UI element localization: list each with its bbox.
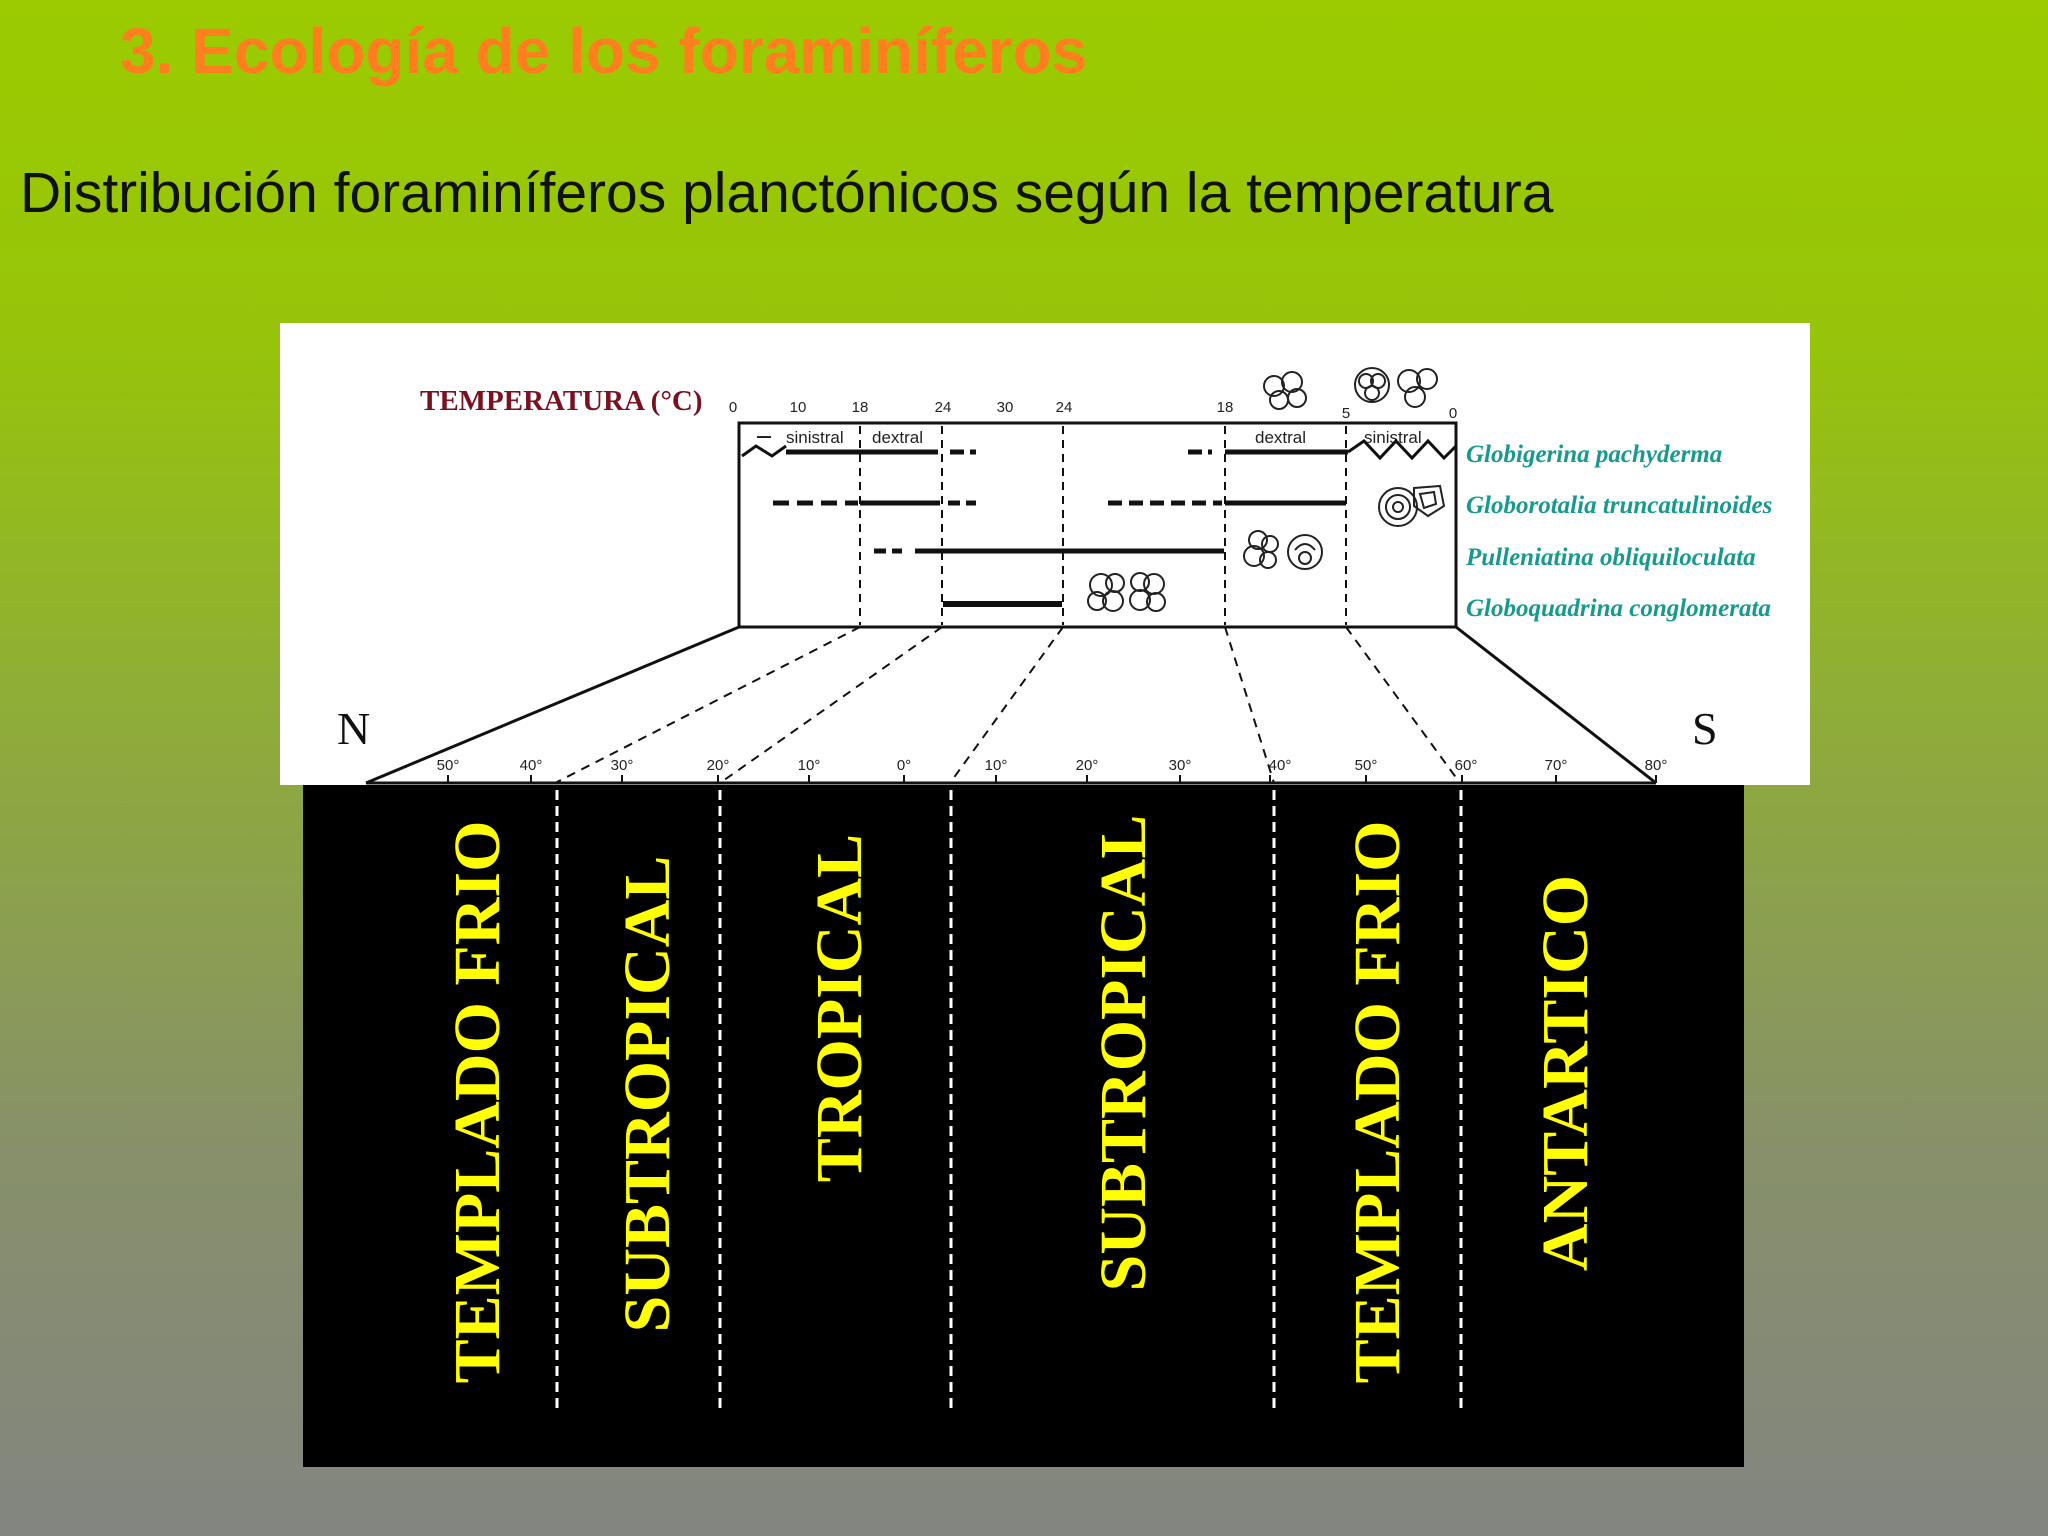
latitude-tick: 30° <box>611 757 634 774</box>
foraminifera-sketch <box>1263 371 1307 410</box>
foraminifera-illustrations <box>1087 367 1446 612</box>
zones-panel <box>303 785 1744 1467</box>
zone-label-templado-frio-north: TEMPLADO FRIO <box>441 821 514 1384</box>
latitude-tick: 70° <box>1545 757 1568 774</box>
zone-label-subtropical-south: SUBTROPICAL <box>1087 815 1160 1292</box>
zone-label-antartico: ANTARTICO <box>1529 875 1602 1271</box>
foraminifera-sketch <box>1287 534 1323 570</box>
coiling-label: dextral <box>1255 428 1306 447</box>
latitude-tick: 60° <box>1455 757 1478 774</box>
zone-label-templado-frio-south: TEMPLADO FRIO <box>1341 821 1414 1384</box>
zone-label-tropical: TROPICAL <box>803 834 876 1182</box>
species-name: Globorotalia truncatulinoides <box>1466 492 1772 519</box>
latitude-tick: 20° <box>1076 757 1099 774</box>
foraminifera-sketch <box>1354 367 1390 403</box>
latitude-tick: 80° <box>1645 757 1668 774</box>
coiling-label: sinistral <box>1364 428 1422 447</box>
foraminifera-sketch <box>1413 484 1446 518</box>
foraminifera-sketch <box>1129 572 1166 612</box>
north-label: N <box>337 703 370 754</box>
temp-tick: 18 <box>852 399 869 416</box>
species-name: Globigerina pachyderma <box>1466 441 1722 468</box>
species-name: Pulleniatina obliquiloculata <box>1465 544 1756 571</box>
temp-tick: 24 <box>1056 399 1073 416</box>
coiling-label: sinistral <box>786 428 844 447</box>
foraminifera-sketch <box>1378 487 1418 527</box>
latitude-tick: 50° <box>437 757 460 774</box>
latitude-tick: 10° <box>985 757 1008 774</box>
temp-tick: 18 <box>1217 399 1234 416</box>
projection-trapezoid <box>365 625 1657 785</box>
temp-tick: 24 <box>935 399 952 416</box>
range-box <box>737 421 1458 629</box>
south-label: S <box>1692 703 1718 754</box>
temp-tick: 0 <box>729 399 737 416</box>
zone-boundaries <box>555 790 1463 1410</box>
temp-tick: 30 <box>997 399 1014 416</box>
projection-dashed-lines <box>554 626 1461 784</box>
foraminifera-sketch <box>1087 573 1125 612</box>
species-name: Globoquadrina conglomerata <box>1466 595 1771 622</box>
latitude-tick: 40° <box>1269 757 1292 774</box>
slide-title: 3. Ecología de los foraminíferos <box>120 15 1088 87</box>
slide-subtitle: Distribución foraminíferos planctónicos … <box>20 161 1554 225</box>
foraminifera-sketch <box>1397 368 1438 408</box>
coiling-label: dextral <box>872 428 923 447</box>
range-bar-globigerina <box>741 438 1458 461</box>
diagram-panel <box>280 323 1810 785</box>
latitude-tick: 30° <box>1169 757 1192 774</box>
temp-tick: 10 <box>790 399 807 416</box>
temp-tick: 0 <box>1449 405 1457 422</box>
zone-label-subtropical-north: SUBTROPICAL <box>611 856 684 1333</box>
temperature-label: TEMPERATURA (°C) <box>420 385 703 417</box>
foraminifera-sketch <box>1243 530 1279 569</box>
latitude-tick: 40° <box>520 757 543 774</box>
temp-tick: 5 <box>1342 405 1350 422</box>
latitude-tick: 0° <box>897 757 911 774</box>
latitude-tick: 20° <box>707 757 730 774</box>
latitude-tick: 10° <box>798 757 821 774</box>
latitude-tick: 50° <box>1355 757 1378 774</box>
